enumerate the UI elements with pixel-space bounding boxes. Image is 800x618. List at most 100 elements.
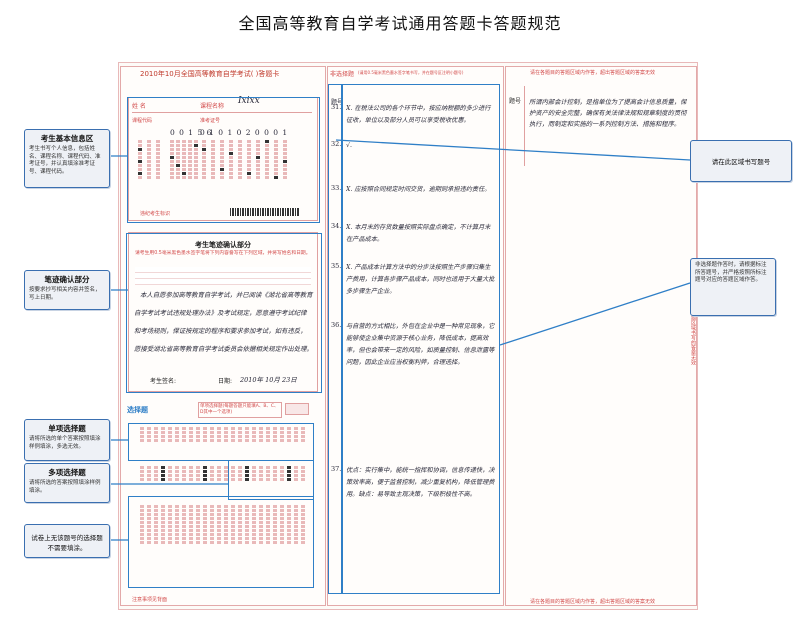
answer-bubble[interactable]	[238, 470, 242, 473]
answer-bubble[interactable]	[182, 176, 186, 179]
answer-bubble[interactable]	[188, 164, 192, 167]
answer-bubble[interactable]	[202, 164, 206, 167]
answer-bubble[interactable]	[252, 509, 256, 512]
answer-bubble[interactable]	[259, 537, 263, 540]
answer-bubble[interactable]	[294, 427, 298, 430]
answer-bubble[interactable]	[196, 533, 200, 536]
answer-bubble[interactable]	[280, 435, 284, 438]
answer-bubble[interactable]	[189, 521, 193, 524]
answer-bubble[interactable]	[138, 156, 142, 159]
answer-bubble[interactable]	[161, 431, 165, 434]
answer-bubble[interactable]	[280, 541, 284, 544]
answer-bubble[interactable]	[280, 529, 284, 532]
answer-bubble[interactable]	[283, 172, 287, 175]
answer-bubble[interactable]	[259, 521, 263, 524]
answer-bubble[interactable]	[265, 164, 269, 167]
answer-bubble[interactable]	[182, 517, 186, 520]
answer-bubble[interactable]	[217, 529, 221, 532]
answer-bubble[interactable]	[168, 466, 172, 469]
answer-bubble[interactable]	[154, 537, 158, 540]
answer-bubble[interactable]	[265, 144, 269, 147]
answer-bubble[interactable]	[256, 160, 260, 163]
answer-bubble[interactable]	[301, 513, 305, 516]
answer-bubble[interactable]	[182, 521, 186, 524]
answer-bubble[interactable]	[287, 470, 291, 473]
answer-bubble[interactable]	[182, 513, 186, 516]
answer-bubble[interactable]	[140, 466, 144, 469]
answer-bubble[interactable]	[224, 513, 228, 516]
answer-bubble[interactable]	[273, 466, 277, 469]
answer-bubble[interactable]	[182, 529, 186, 532]
answer-bubble[interactable]	[154, 505, 158, 508]
answer-bubble[interactable]	[176, 164, 180, 167]
answer-bubble[interactable]	[245, 525, 249, 528]
answer-bubble[interactable]	[287, 537, 291, 540]
answer-bubble[interactable]	[154, 474, 158, 477]
answer-bubble[interactable]	[238, 148, 242, 151]
answer-bubble[interactable]	[280, 470, 284, 473]
answer-bubble[interactable]	[231, 521, 235, 524]
answer-bubble[interactable]	[231, 431, 235, 434]
answer-bubble[interactable]	[161, 470, 165, 473]
answer-bubble[interactable]	[203, 521, 207, 524]
answer-bubble[interactable]	[202, 160, 206, 163]
answer-bubble[interactable]	[273, 537, 277, 540]
answer-bubble[interactable]	[287, 505, 291, 508]
answer-bubble[interactable]	[202, 172, 206, 175]
answer-bubble[interactable]	[238, 517, 242, 520]
answer-bubble[interactable]	[252, 517, 256, 520]
answer-bubble[interactable]	[202, 156, 206, 159]
answer-bubble[interactable]	[224, 470, 228, 473]
answer-bubble[interactable]	[238, 533, 242, 536]
answer-bubble[interactable]	[154, 525, 158, 528]
answer-bubble[interactable]	[182, 431, 186, 434]
answer-bubble[interactable]	[203, 470, 207, 473]
answer-bubble[interactable]	[175, 541, 179, 544]
answer-bubble[interactable]	[301, 529, 305, 532]
answer-bubble[interactable]	[224, 427, 228, 430]
answer-bubble[interactable]	[182, 439, 186, 442]
answer-bubble[interactable]	[210, 521, 214, 524]
answer-bubble[interactable]	[175, 427, 179, 430]
answer-bubble[interactable]	[217, 509, 221, 512]
answer-bubble[interactable]	[161, 533, 165, 536]
answer-bubble[interactable]	[168, 541, 172, 544]
answer-bubble[interactable]	[247, 152, 251, 155]
answer-bubble[interactable]	[147, 431, 151, 434]
answer-bubble[interactable]	[245, 439, 249, 442]
answer-bubble[interactable]	[265, 176, 269, 179]
answer-bubble[interactable]	[259, 478, 263, 481]
answer-bubble[interactable]	[210, 439, 214, 442]
answer-bubble[interactable]	[229, 144, 233, 147]
answer-bubble[interactable]	[147, 168, 151, 171]
answer-bubble[interactable]	[138, 140, 142, 143]
answer-bubble[interactable]	[265, 168, 269, 171]
answer-bubble[interactable]	[182, 160, 186, 163]
answer-bubble[interactable]	[280, 517, 284, 520]
answer-bubble[interactable]	[175, 521, 179, 524]
answer-bubble[interactable]	[266, 525, 270, 528]
answer-bubble[interactable]	[301, 525, 305, 528]
answer-bubble[interactable]	[259, 513, 263, 516]
answer-bubble[interactable]	[283, 176, 287, 179]
answer-bubble[interactable]	[147, 478, 151, 481]
answer-bubble[interactable]	[147, 466, 151, 469]
answer-bubble[interactable]	[161, 478, 165, 481]
answer-bubble[interactable]	[176, 172, 180, 175]
answer-bubble[interactable]	[140, 525, 144, 528]
answer-bubble[interactable]	[229, 140, 233, 143]
answer-bubble[interactable]	[231, 541, 235, 544]
answer-bubble[interactable]	[238, 427, 242, 430]
answer-bubble[interactable]	[274, 140, 278, 143]
answer-bubble[interactable]	[256, 168, 260, 171]
answer-bubble[interactable]	[210, 431, 214, 434]
answer-bubble[interactable]	[256, 140, 260, 143]
answer-bubble[interactable]	[210, 470, 214, 473]
answer-bubble[interactable]	[252, 505, 256, 508]
answer-bubble[interactable]	[229, 168, 233, 171]
answer-bubble[interactable]	[147, 164, 151, 167]
answer-bubble[interactable]	[140, 521, 144, 524]
answer-bubble[interactable]	[194, 168, 198, 171]
answer-bubble[interactable]	[280, 533, 284, 536]
answer-bubble[interactable]	[266, 533, 270, 536]
